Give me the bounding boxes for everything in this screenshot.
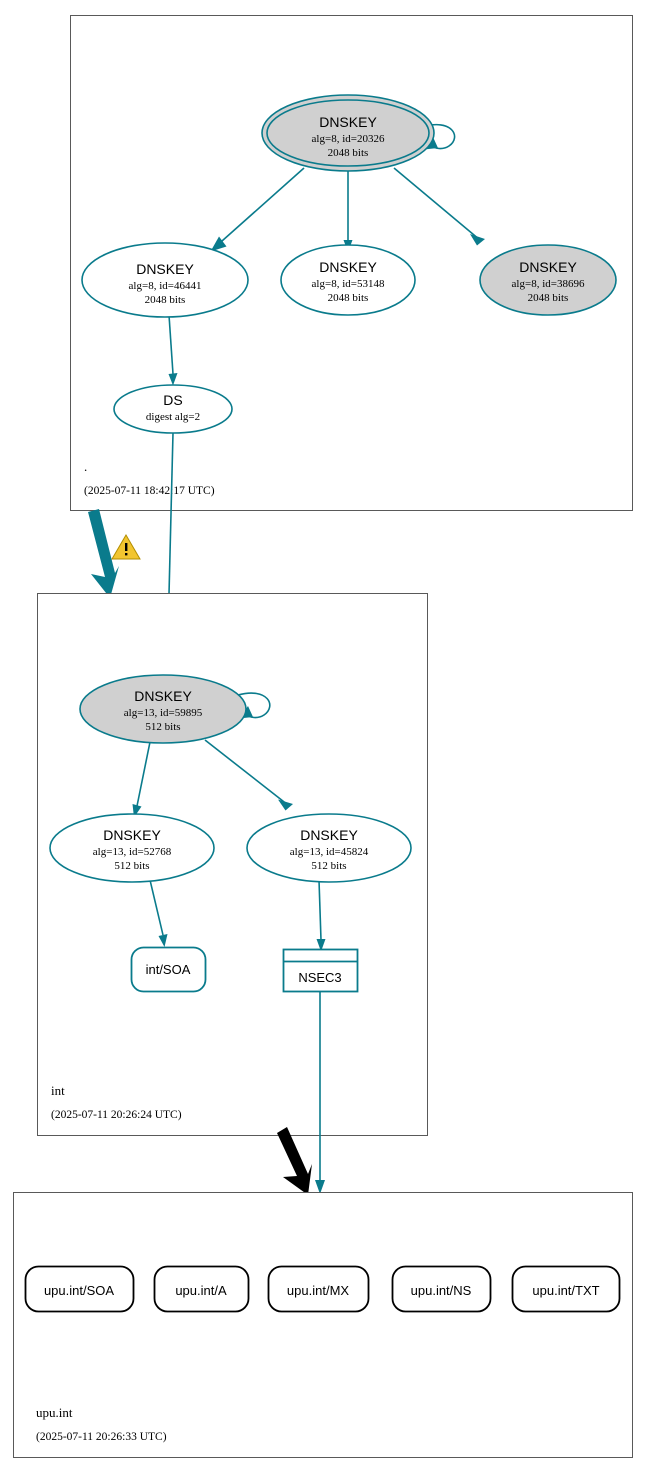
node-title: DNSKEY — [300, 827, 358, 843]
node-outline — [391, 1265, 492, 1313]
node-outline — [246, 813, 412, 883]
edge-arrowhead — [470, 234, 485, 246]
node-label: int/SOA — [146, 962, 191, 977]
node-int-soa[interactable]: int/SOA — [130, 946, 207, 993]
zone-int-label: int — [51, 1083, 65, 1098]
node-subtitle-alg-id: alg=13, id=45824 — [290, 846, 369, 858]
node-label: upu.int/A — [175, 1283, 227, 1298]
edge-arrowhead — [278, 799, 293, 811]
edge-intksk-to-zsk45824 — [204, 739, 289, 806]
zone-upu-int: upu.int (2025-07-11 20:26:33 UTC) — [13, 1192, 633, 1458]
node-outline — [81, 242, 249, 318]
node-outline — [282, 948, 359, 993]
edge-arrowhead — [168, 373, 178, 386]
node-label: upu.int/SOA — [44, 1283, 114, 1298]
edge-nsec3-to-upu-int — [315, 991, 325, 1194]
node-outline — [79, 674, 247, 744]
node-subtitle-digest-alg: digest alg=2 — [146, 411, 200, 423]
node-title: DNSKEY — [319, 114, 377, 130]
node-outline — [130, 946, 207, 993]
edge-zsk46441-to-ds — [168, 314, 174, 375]
zone-root-timestamp: (2025-07-11 18:42:17 UTC) — [84, 485, 215, 497]
node-label: NSEC3 — [298, 970, 341, 985]
node-outline — [511, 1265, 621, 1313]
node-subtitle-keysize: 512 bits — [145, 721, 180, 733]
node-title: DNSKEY — [134, 688, 192, 704]
edge-intksk-to-zsk52768 — [136, 741, 151, 807]
node-ksk-20326[interactable]: DNSKEY alg=8, id=20326 2048 bits — [261, 94, 435, 172]
node-zsk-38696[interactable]: DNSKEY alg=8, id=38696 2048 bits — [479, 244, 617, 316]
node-subtitle-alg-id: alg=13, id=59895 — [124, 707, 203, 719]
node-title: DNSKEY — [103, 827, 161, 843]
zone-int-timestamp: (2025-07-11 20:26:24 UTC) — [51, 1109, 182, 1121]
node-outline — [153, 1265, 250, 1313]
node-upu-ns[interactable]: upu.int/NS — [391, 1265, 492, 1313]
node-subtitle-keysize: 2048 bits — [328, 292, 369, 304]
node-title: DNSKEY — [136, 261, 194, 277]
warning-exclamation-dot — [125, 553, 128, 556]
node-subtitle-alg-id: alg=8, id=38696 — [512, 278, 585, 290]
zone-upu-int-label: upu.int — [36, 1405, 73, 1420]
node-outline — [280, 244, 416, 316]
node-label: upu.int/NS — [411, 1283, 472, 1298]
zone-upu-int-timestamp: (2025-07-11 20:26:33 UTC) — [36, 1431, 167, 1443]
node-int-ksk-59895[interactable]: DNSKEY alg=13, id=59895 512 bits — [79, 674, 247, 744]
node-outline — [479, 244, 617, 316]
node-subtitle-keysize: 2048 bits — [145, 294, 186, 306]
node-outline — [24, 1265, 135, 1313]
root-zone-edges — [168, 123, 485, 386]
node-int-nsec3[interactable]: NSEC3 — [282, 948, 359, 993]
node-outline — [267, 1265, 370, 1313]
node-subtitle-alg-id: alg=8, id=20326 — [312, 133, 385, 145]
node-outline — [49, 813, 215, 883]
edge-arrowhead — [315, 1180, 325, 1194]
node-subtitle-keysize: 2048 bits — [328, 147, 369, 159]
edge-arrowhead — [316, 939, 326, 952]
delegation-int-to-upu-int — [277, 1127, 312, 1195]
node-subtitle-alg-id: alg=8, id=46441 — [129, 280, 202, 292]
node-zsk-46441[interactable]: DNSKEY alg=8, id=46441 2048 bits — [81, 242, 249, 318]
node-int-zsk-52768[interactable]: DNSKEY alg=13, id=52768 512 bits — [49, 813, 215, 883]
edge-arrowhead — [210, 236, 227, 252]
node-label: upu.int/MX — [287, 1283, 349, 1298]
edge-zsk45824-to-nsec3 — [318, 879, 322, 941]
node-subtitle-alg-id: alg=8, id=53148 — [312, 278, 385, 290]
node-title: DNSKEY — [519, 259, 577, 275]
node-upu-txt[interactable]: upu.int/TXT — [511, 1265, 621, 1313]
delegation-warning-icon[interactable] — [111, 534, 141, 560]
delegation-root-to-int — [88, 509, 119, 598]
node-subtitle-alg-id: alg=13, id=52768 — [93, 846, 172, 858]
zone-root-label: . — [84, 459, 87, 474]
node-title: DS — [163, 392, 182, 408]
node-label: upu.int/TXT — [532, 1283, 599, 1298]
node-upu-a[interactable]: upu.int/A — [153, 1265, 250, 1313]
node-subtitle-keysize: 512 bits — [114, 860, 149, 872]
node-subtitle-keysize: 2048 bits — [528, 292, 569, 304]
node-subtitle-keysize: 512 bits — [311, 860, 346, 872]
delegation-arrow-shape — [277, 1127, 312, 1195]
warning-exclamation-stem — [125, 543, 128, 551]
node-ds-int[interactable]: DS digest alg=2 — [113, 384, 233, 434]
node-outline-inner — [266, 99, 430, 167]
zone-upu-int-box — [13, 1192, 633, 1458]
edge-arrowhead — [158, 934, 168, 947]
node-upu-mx[interactable]: upu.int/MX — [267, 1265, 370, 1313]
node-title: DNSKEY — [319, 259, 377, 275]
node-upu-soa[interactable]: upu.int/SOA — [24, 1265, 135, 1313]
delegation-arrow-shape — [88, 509, 119, 598]
edge-ksk20326-to-zsk38696 — [393, 167, 481, 241]
edge-zsk52768-to-intsoa — [149, 879, 164, 936]
edge-ksk20326-to-zsk46441 — [221, 167, 305, 242]
node-zsk-53148[interactable]: DNSKEY alg=8, id=53148 2048 bits — [280, 244, 416, 316]
node-int-zsk-45824[interactable]: DNSKEY alg=13, id=45824 512 bits — [246, 813, 412, 883]
